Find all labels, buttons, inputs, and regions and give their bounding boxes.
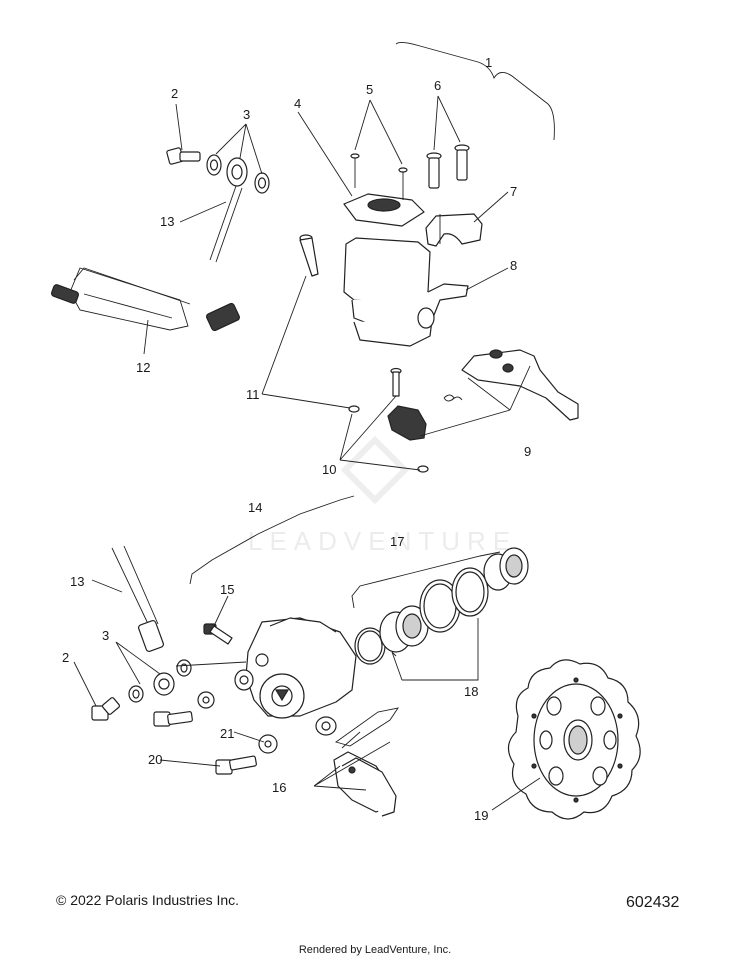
rendered-by-text: Rendered by LeadVenture, Inc. (298, 944, 452, 956)
brake-pads (333, 751, 397, 817)
callout-2-lower: 2 (62, 650, 69, 665)
bleeder-valve (203, 623, 233, 645)
banjo-fitting-lower (153, 672, 175, 696)
callout-19: 19 (474, 808, 488, 823)
callout-17: 17 (390, 534, 404, 549)
piston-seal-b-inner (423, 583, 457, 629)
brake-lever (461, 349, 579, 421)
brake-disc (507, 659, 641, 820)
leader-lines (73, 95, 541, 811)
washer-lower-a-hole (132, 689, 140, 699)
callout-3-lower: 3 (102, 628, 109, 643)
bracket-17 (351, 551, 501, 609)
caliper-mount-bolt-upper (153, 711, 193, 727)
callout-21: 21 (220, 726, 234, 741)
lever-adjuster-block (387, 405, 427, 441)
piston-seal-a-inner (357, 630, 383, 662)
callout-15: 15 (220, 582, 234, 597)
watermark: LEADVENTURE (248, 435, 517, 556)
caliper-mount-bolt-lower (215, 755, 257, 775)
callout-13-upper: 13 (160, 214, 174, 229)
piston-b (483, 547, 529, 591)
watermark-text: LEADVENTURE (248, 526, 517, 556)
brake-hose-upper (209, 185, 237, 261)
washer-upper-b-hole (257, 177, 267, 189)
callout-20: 20 (148, 752, 162, 767)
mount-washer-upper-hole (202, 696, 210, 704)
copyright-text: © 2022 Polaris Industries Inc. (56, 892, 240, 908)
callout-12: 12 (136, 360, 150, 375)
callout-16: 16 (272, 780, 286, 795)
piston-a (379, 605, 429, 653)
callout-18: 18 (464, 684, 478, 699)
banjo-bolt-lower (91, 697, 121, 721)
brake-hose-upper-edge (215, 187, 243, 263)
brake-hose-lower (111, 547, 151, 629)
caliper-body (234, 617, 357, 736)
callout-14: 14 (248, 500, 262, 515)
lever-pivot-pin (390, 367, 402, 397)
banjo-fitting-upper (226, 157, 248, 187)
piston-seal-c-inner (455, 571, 485, 613)
callout-11: 11 (246, 387, 260, 402)
callout-6: 6 (434, 78, 441, 93)
callout-8: 8 (510, 258, 517, 273)
callout-4: 4 (294, 96, 301, 111)
lever-spring (443, 394, 463, 402)
brake-hose-lower-edge (123, 545, 159, 625)
bracket-1 (395, 41, 555, 141)
pad-retainer-spring (334, 707, 399, 747)
brake-switch-harness (50, 267, 241, 332)
master-cylinder-body (343, 237, 469, 347)
cap-screw-right-head (398, 167, 408, 173)
callout-2-upper: 2 (171, 86, 178, 101)
banjo-bolt-upper (166, 147, 201, 165)
clamp-bolt-left (426, 152, 442, 189)
mount-washer-lower-hole (264, 740, 272, 748)
pad-retainer-spring-arm (341, 731, 361, 749)
pivot-pin-upper (299, 234, 319, 277)
e-clip-lower (417, 465, 429, 473)
bracket-14 (189, 495, 355, 585)
callout-13-lower: 13 (70, 574, 84, 589)
clamp-bolt-right (454, 144, 470, 181)
callout-7: 7 (510, 184, 517, 199)
reservoir-cap (343, 193, 425, 227)
callout-numbers: 1 2 3 4 5 6 7 8 9 10 11 12 13 13 14 15 1… (62, 55, 531, 823)
diagram-number: 602432 (626, 894, 680, 911)
handlebar-clamp (425, 213, 483, 247)
cap-screw-left-head (350, 153, 360, 159)
callout-5: 5 (366, 82, 373, 97)
e-clip-upper (348, 405, 360, 413)
callout-1: 1 (485, 55, 492, 70)
callout-3-upper: 3 (243, 107, 250, 122)
hose-fitting-lower (137, 620, 165, 652)
callout-9: 9 (524, 444, 531, 459)
washer-upper-a-hole (209, 159, 219, 171)
callout-10: 10 (322, 462, 336, 477)
